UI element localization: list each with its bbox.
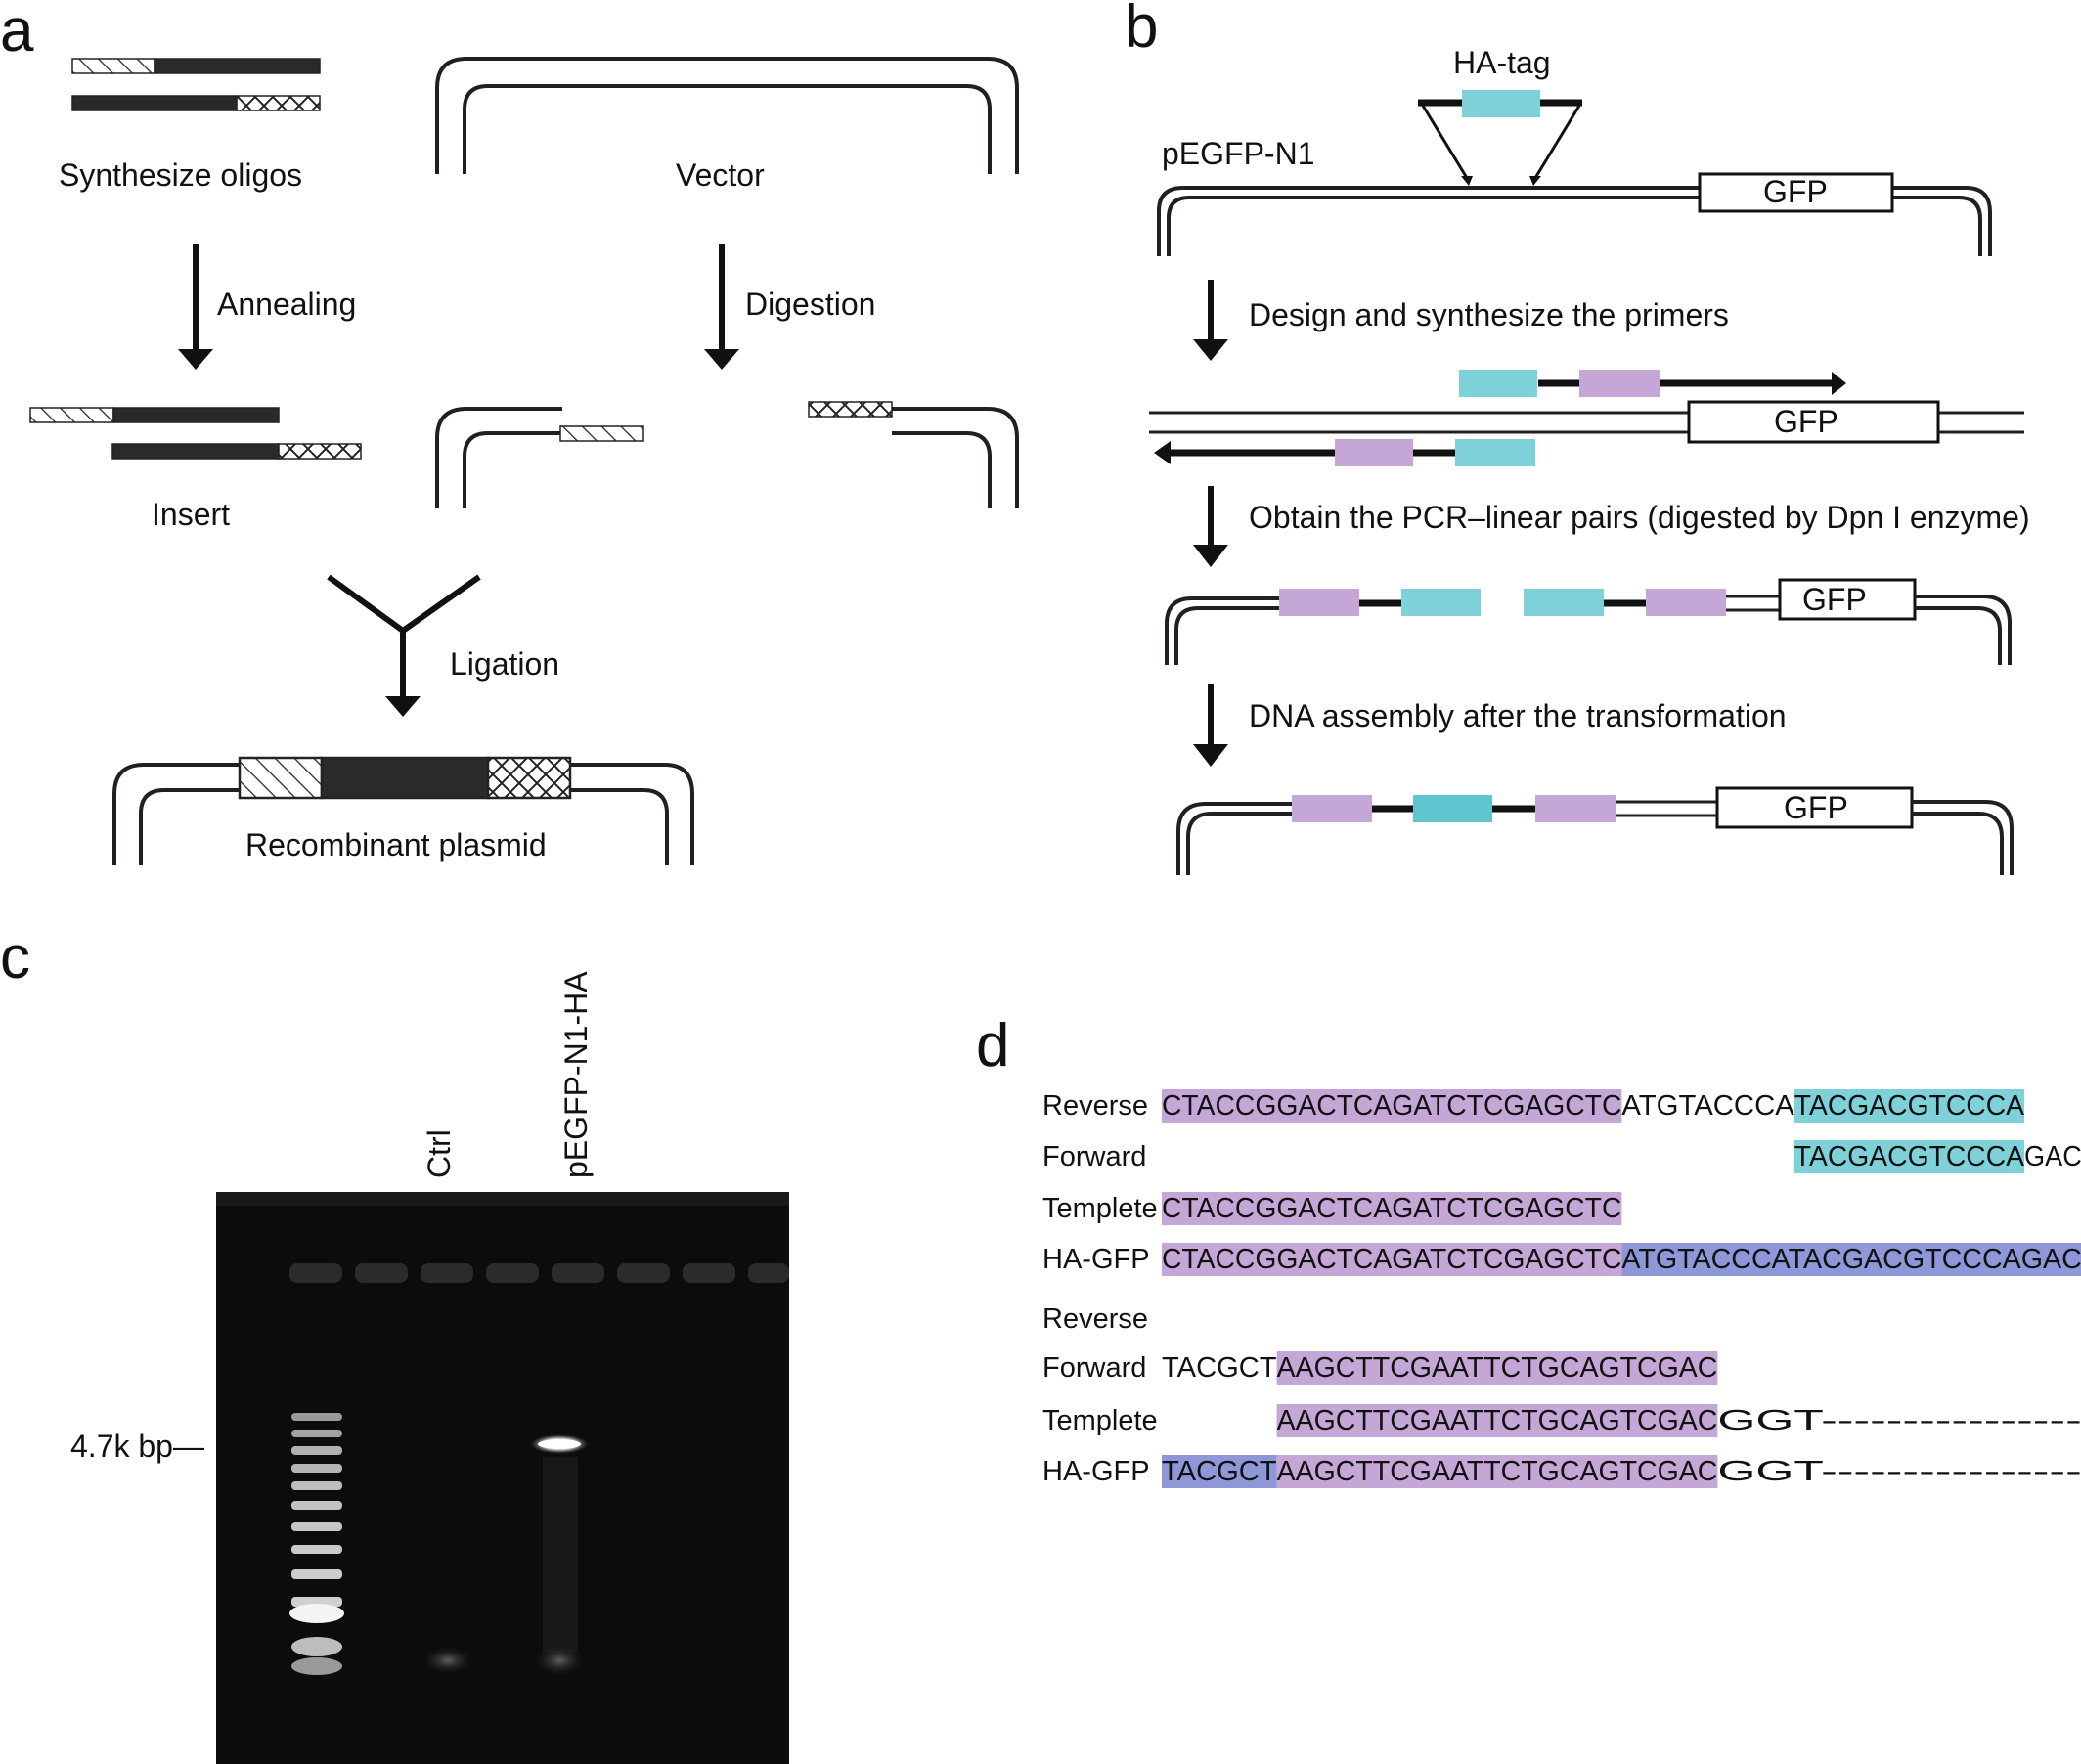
sequence-segment: ATGTACCCATACGACGTCCCAGAC (1621, 1244, 2081, 1275)
gel-wells (289, 1263, 789, 1283)
sequence-row-label: HA-GFP (1042, 1456, 1150, 1487)
vector-backbone (435, 57, 1019, 174)
step2-label: Obtain the PCR–linear pairs (digested by… (1249, 500, 2030, 535)
sequence-highlight (1793, 1089, 2024, 1123)
sequence-segment: AAGCTTCGAATTCTGCAGTCGAC (1277, 1456, 1718, 1487)
step1-label: Design and synthesize the primers (1249, 297, 1729, 332)
gfp-label-b1: GFP (1763, 174, 1828, 209)
gel-image (216, 1192, 789, 1764)
sequence-segment: TACGCT (1162, 1456, 1277, 1487)
step-arrow-b3 (1193, 684, 1228, 767)
ctrl-lane-primer-dimer (422, 1647, 473, 1674)
panel-letter-d: d (976, 1012, 1009, 1080)
lane-label-sample: pEGFP-N1-HA (558, 971, 594, 1178)
gfp-label-b3: GFP (1802, 582, 1867, 617)
vector-label: Vector (676, 157, 765, 193)
sequence-segment: GAC (2024, 1141, 2081, 1172)
step3-label: DNA assembly after the transformation (1249, 698, 1787, 733)
sequence-row-label: HA-GFP (1042, 1244, 1150, 1275)
sequence-segment: GGT---------------- (1717, 1405, 2081, 1436)
sequence-highlight (1162, 1243, 1622, 1276)
sequence-highlight (1162, 1455, 1277, 1488)
panel-letter-c: c (0, 924, 30, 992)
sequence-segment: TACGACGTCCCA (1794, 1141, 2025, 1172)
sequence-segment: GGT---------------- (1717, 1456, 2081, 1487)
sequence-highlight (1276, 1404, 1718, 1437)
ligation-label: Ligation (450, 646, 559, 682)
step-arrow-b1 (1193, 280, 1228, 361)
gfp-label-b4: GFP (1784, 790, 1848, 825)
primer-diagram (1149, 370, 2024, 466)
linear-pairs (1165, 578, 2012, 665)
annealed-insert (29, 407, 362, 460)
sequence-row-label: Forward (1042, 1141, 1146, 1172)
sequence-segment: AAGCTTCGAATTCTGCAGTCGAC (1277, 1352, 1718, 1384)
sequence-segment: CTACCGGACTCAGATCTCGAGCTC (1162, 1193, 1621, 1224)
annealing-arrow (178, 244, 213, 370)
sequence-row-label: Templete (1042, 1193, 1158, 1224)
lane-label-ctrl: Ctrl (421, 1129, 457, 1178)
sequence-segment: TACGACGTCCCA (1794, 1090, 2025, 1122)
sequence-segment: ATGTACCCA (1621, 1090, 1794, 1122)
sample-band (530, 1434, 589, 1676)
sequence-segment: CTACCGGACTCAGATCTCGAGCTC (1162, 1090, 1621, 1122)
sequence-row-label: Forward (1042, 1352, 1146, 1384)
oligo-pair-top (71, 58, 321, 111)
digestion-arrow (704, 244, 739, 370)
sequence-segment: AAGCTTCGAATTCTGCAGTCGAC (1277, 1405, 1718, 1436)
sequence-highlight (1276, 1351, 1718, 1385)
sequence-row: Reverse (1042, 1303, 1148, 1335)
panel-letter-b: b (1125, 0, 1158, 61)
gfp-label-b2: GFP (1774, 404, 1838, 439)
digestion-label: Digestion (745, 287, 875, 322)
pegfp-n1-label: pEGFP-N1 (1162, 136, 1314, 171)
sequence-segment: TACGCT (1162, 1352, 1277, 1384)
sequence-highlight (1793, 1140, 2024, 1173)
marker-size-label: 4.7k bp— (70, 1429, 204, 1464)
panel-letter-a: a (0, 0, 34, 65)
ha-tag-label: HA-tag (1453, 45, 1551, 80)
panel-b: b HA-tag pEGFP-N1 GFP Design and synthes… (1125, 0, 2030, 875)
synthesize-oligos-label: Synthesize oligos (59, 157, 302, 193)
panel-a: a Synthesize oligos Vector Annealing Dig… (0, 0, 1019, 865)
assembled-plasmid (1176, 786, 2014, 875)
recombinant-plasmid-label: Recombinant plasmid (245, 827, 547, 862)
sequence-segment: CTACCGGACTCAGATCTCGAGCTC (1162, 1244, 1621, 1275)
annealing-label: Annealing (217, 287, 356, 322)
digested-vector (435, 401, 1019, 508)
panel-c: c Ctrl pEGFP-N1-HA 4.7k bp— (0, 924, 789, 1764)
ligation-arrow (327, 574, 481, 717)
sequence-highlight (1276, 1455, 1718, 1488)
plasmid-b1 (1157, 172, 1992, 256)
sequence-row-label: Reverse (1042, 1303, 1148, 1335)
step-arrow-b2 (1193, 486, 1228, 567)
dna-ladder (289, 1413, 344, 1675)
ha-tag-insert (1418, 90, 1582, 186)
insert-label: Insert (152, 497, 230, 532)
sequence-highlight (1162, 1192, 1622, 1225)
sequence-row-label: Reverse (1042, 1090, 1148, 1122)
sequence-highlight (1162, 1089, 1622, 1123)
sequence-highlight (1621, 1243, 2081, 1276)
sequence-row-label: Templete (1042, 1405, 1158, 1436)
recombinant-plasmid (112, 756, 694, 865)
